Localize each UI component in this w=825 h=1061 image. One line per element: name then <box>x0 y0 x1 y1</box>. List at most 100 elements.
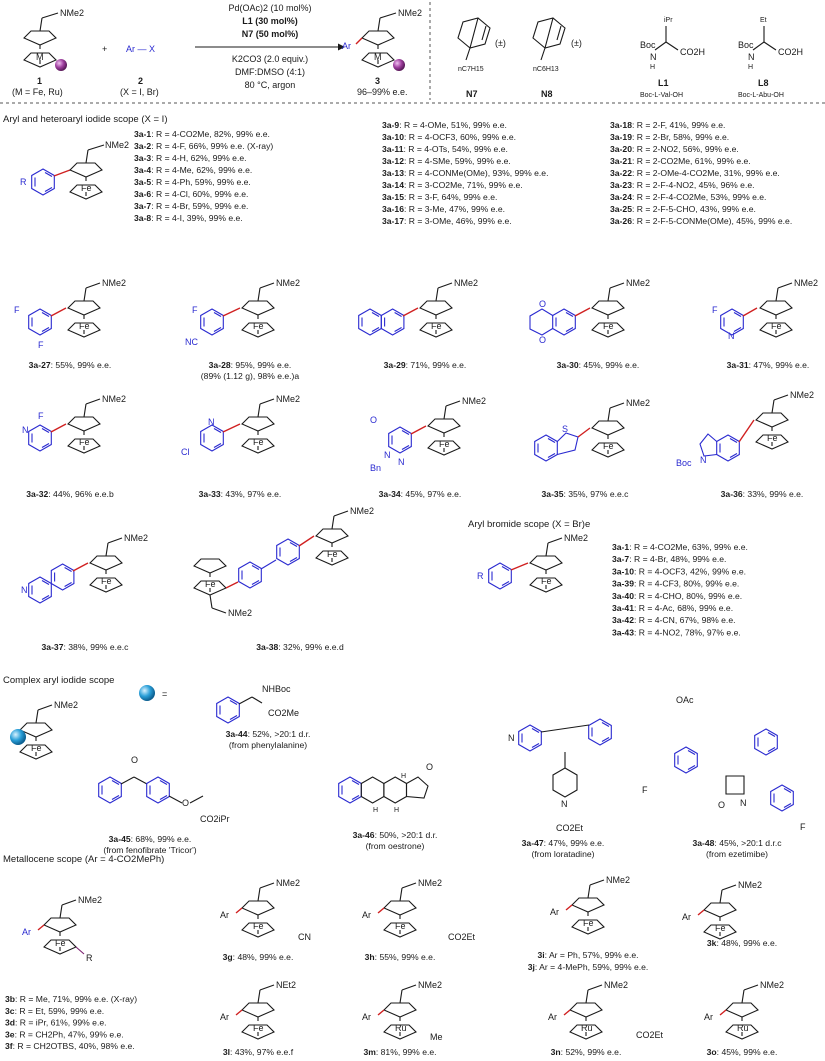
compound-label-3a-27-id: 3a-27 <box>29 360 51 370</box>
l1-acid: CO2H <box>680 47 705 57</box>
generic-aryl-ferrocene: R NMe2 Fe <box>20 140 129 200</box>
struct-3k-metal: Fe <box>715 923 726 933</box>
svg-text:NMe2: NMe2 <box>78 895 102 905</box>
compound-extra-3a-28: (89% (1.12 g), 98% e.e.)a <box>201 371 300 381</box>
iodide_list_col3-row-2-text: : R = 2-NO2, 56%, 99% e.e. <box>632 144 739 154</box>
complex-core-ferrocene: NMe2 Fe <box>10 700 78 760</box>
iodide_list_col1-row-2-id: 3a-3 <box>134 153 151 163</box>
svg-text:Boc: Boc <box>676 458 692 468</box>
l1-label: L1 <box>658 78 669 88</box>
complex-label-3a-48-id: 3a-48 <box>692 838 714 848</box>
svg-text:NMe2: NMe2 <box>105 140 129 150</box>
struct-3n-metal: Ru <box>581 1023 593 1033</box>
compound-label-3a-36-id: 3a-36 <box>721 489 743 499</box>
generic-bromide-ferrocene: R NMe2 Fe <box>477 533 588 593</box>
svg-text:H: H <box>748 64 753 71</box>
metallocene-label-3g: 3g: 48%, 99% e.e. <box>223 952 294 962</box>
svg-text:NMe2: NMe2 <box>790 390 814 400</box>
l1-nh: N <box>650 52 657 62</box>
iodide_list_col1-row-3-id: 3a-4 <box>134 165 151 175</box>
bromide_list-row-0-id: 3a-1 <box>612 542 629 552</box>
struct-3k-amine: NMe2 <box>738 880 762 890</box>
metallocene-label-3n-text: : 52%, 99% e.e. <box>561 1047 622 1057</box>
metallocene-labels: 3g: 48%, 99% e.e.3h: 55%, 99% e.e.3i: Ar… <box>223 932 778 1057</box>
complex-label-3a-44: 3a-44: 52%, >20:1 d.r. <box>226 729 311 739</box>
compound-label-3a-28-id: 3a-28 <box>209 360 231 370</box>
svg-text:Fe: Fe <box>101 576 112 586</box>
complex-label-3a-45-text: : 68%, 99% e.e. <box>131 834 192 844</box>
struct-3m-amine: NMe2 <box>418 980 442 990</box>
bromide_list-row-5: 3a-41: R = 4-Ac, 68%, 99% e.e. <box>612 603 733 613</box>
struct-3l-metal: Fe <box>253 1023 264 1033</box>
compound-label-3a-27-text: : 55%, 99% e.e. <box>51 360 112 370</box>
iodide_list_col2-row-2: 3a-11: R = 4-OTs, 54%, 99% e.e. <box>382 144 508 154</box>
ligand-l8: Et Boc N H CO2H L8 Boc-L-Abu-OH <box>738 17 803 99</box>
metallocene-label-3j: 3j: Ar = 4-MePh, 59%, 99% e.e. <box>528 962 649 972</box>
bromide_list-row-6: 3a-42: R = 4-CN, 67%, 98% e.e. <box>612 615 736 625</box>
struct-3m-metal: Ru <box>395 1023 407 1033</box>
iodide_list_col2-row-6-id: 3a-15 <box>382 192 404 202</box>
l8-substituent: Et <box>760 17 767 24</box>
iodide_list_col2-row-8: 3a-17: R = 3-OMe, 46%, 99% e.e. <box>382 216 512 226</box>
iodide_list_col1-row-1-id: 3a-2 <box>134 141 151 151</box>
svg-text:Ar: Ar <box>22 927 31 937</box>
l1-boc: Boc <box>640 40 656 50</box>
legend-equals: = <box>162 689 167 699</box>
complex-label-3a-44-id: 3a-44 <box>226 729 248 739</box>
iodide_list_col3-row-1-id: 3a-19 <box>610 132 632 142</box>
svg-text:NMe2: NMe2 <box>626 398 650 408</box>
compound-label-3a-36-text: : 33%, 99% e.e. <box>743 489 804 499</box>
plus-sign: + <box>102 44 107 54</box>
condition-below-3: 80 °C, argon <box>245 80 296 90</box>
complex-3a-47: N N CO2Et <box>508 718 612 833</box>
bromide_list-row-0-text: : R = 4-CO2Me, 63%, 99% e.e. <box>629 542 748 552</box>
struct-3o-metal: Ru <box>737 1023 749 1033</box>
iodide_list_col2-row-4-id: 3a-13 <box>382 168 404 178</box>
n8-label: N8 <box>541 89 553 99</box>
iodide_list_col2-row-3-id: 3a-12 <box>382 156 404 166</box>
iodide_list_col3-row-8-text: : R = 2-F-5-CONMe(OMe), 45%, 99% e.e. <box>632 216 792 226</box>
svg-text:NMe2: NMe2 <box>350 506 374 516</box>
complex-source-3a-48: (from ezetimibe) <box>706 849 768 859</box>
compound-3a-34: O N N Bn NMe2 Fe <box>370 396 486 473</box>
compound-3a-32: F N NMe2 Fe <box>22 394 126 454</box>
l1-name: Boc-L-Val-OH <box>640 92 683 99</box>
iodide_list_col3-row-2-id: 3a-20 <box>610 144 632 154</box>
svg-text:NMe2: NMe2 <box>276 394 300 404</box>
svg-text:Fe: Fe <box>603 321 614 331</box>
iodide_list_col1-row-3-text: : R = 4-Me, 62%, 99% e.e. <box>151 165 252 175</box>
svg-text:Fe: Fe <box>767 433 778 443</box>
svg-text:Fe: Fe <box>603 441 614 451</box>
svg-text:NMe2: NMe2 <box>102 394 126 404</box>
struct-3m-ar: Ar <box>362 1012 371 1022</box>
compound-label-3a-28-text: : 95%, 99% e.e. <box>231 360 292 370</box>
metallocene_list-row-0-text: : R = Me, 71%, 99% e.e. (X-ray) <box>15 994 137 1004</box>
product-metal: M <box>374 52 382 62</box>
bromide_list-row-1: 3a-7: R = 4-Br, 48%, 99% e.e. <box>612 554 726 564</box>
bromide_list-row-0: 3a-1: R = 4-CO2Me, 63%, 99% e.e. <box>612 542 748 552</box>
product-sphere-icon <box>393 59 405 71</box>
compound-label-3a-32-text: : 44%, 96% e.e.b <box>48 489 114 499</box>
n8-substituent: nC6H13 <box>533 66 559 73</box>
iodide_list_col3-row-8: 3a-26: R = 2-F-5-CONMe(OMe), 45%, 99% e.… <box>610 216 792 226</box>
bromide_list-row-7-id: 3a-43 <box>612 627 634 637</box>
iodide_list_col1-row-4-text: : R = 4-Ph, 59%, 99% e.e. <box>151 177 251 187</box>
metallocene_list-row-2-id: 3d <box>5 1018 15 1028</box>
metallocene_list-row-0: 3b: R = Me, 71%, 99% e.e. (X-ray) <box>5 994 137 1004</box>
metallocene_list-row-2: 3d: R = iPr, 61%, 99% e.e. <box>5 1018 107 1028</box>
struct-3g-amine: NMe2 <box>276 878 300 888</box>
svg-text:N: N <box>208 417 215 427</box>
compound-label-3a-31-id: 3a-31 <box>727 360 749 370</box>
header-reactant-1: NMe2 M 1 (M = Fe, Ru) <box>12 8 84 97</box>
compound-labels: 3a-27: 55%, 99% e.e. 3a-28: 95%, 99% e.e.… <box>26 360 809 652</box>
complex-label-3a-47-text: : 47%, 99% e.e. <box>544 838 605 848</box>
svg-text:Fe: Fe <box>541 576 552 586</box>
iodide_list_col1-row-6: 3a-7: R = 4-Br, 59%, 99% e.e. <box>134 201 248 211</box>
svg-text:NMe2: NMe2 <box>454 278 478 288</box>
iodide_list_col2-row-5: 3a-14: R = 3-CO2Me, 71%, 99% e.e. <box>382 180 523 190</box>
svg-text:R: R <box>477 571 484 581</box>
svg-text:Cl: Cl <box>181 447 190 457</box>
